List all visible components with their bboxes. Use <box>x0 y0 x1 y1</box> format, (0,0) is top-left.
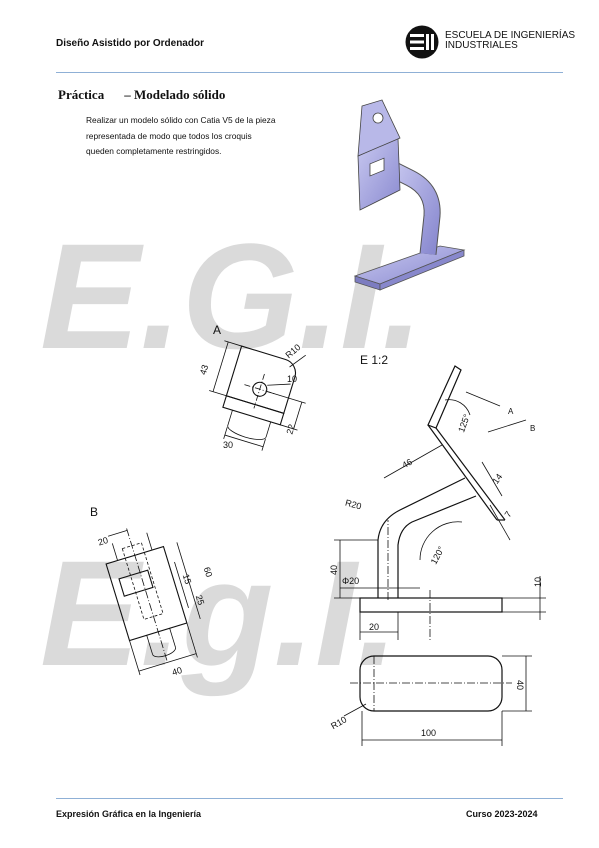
dim-main-r20: R20 <box>344 498 363 512</box>
dim-main-14: 14 <box>490 472 504 486</box>
course-title: Diseño Asistido por Ordenador <box>56 38 204 49</box>
dim-a-10: 10 <box>287 374 297 384</box>
school-name-line2: INDUSTRIALES <box>445 40 518 51</box>
footer-subject: Expresión Gráfica en la Ingeniería <box>56 809 202 819</box>
dim-plan-100: 100 <box>421 728 436 738</box>
watermark-text-1: E.G.I. <box>40 212 423 380</box>
dim-a-30: 30 <box>223 440 233 450</box>
practice-description: Realizar un modelo sólido con Catia V5 d… <box>86 115 276 156</box>
view-b <box>105 528 201 676</box>
dim-main-125: 125° <box>456 412 472 433</box>
footer-course-year: Curso 2023-2024 <box>466 809 538 819</box>
school-logo <box>405 25 439 59</box>
dim-a-22: 22 <box>284 423 296 436</box>
footer-rule <box>56 798 563 799</box>
dim-b-20: 20 <box>97 535 110 547</box>
arrow-a-label: A <box>508 407 514 416</box>
dim-b-40: 40 <box>171 665 184 677</box>
dim-main-120: 120° <box>429 544 447 565</box>
dim-main-40: 40 <box>329 565 339 575</box>
dim-main-10: 10 <box>533 577 543 587</box>
main-elevation <box>334 365 546 640</box>
solid-model-render <box>353 99 466 291</box>
header-rule <box>56 72 563 73</box>
plan-view <box>343 655 532 746</box>
view-a <box>209 340 306 451</box>
dim-b-15: 15 <box>181 573 193 586</box>
school-name: ESCUELA DE INGENIERÍAS INDUSTRIALES <box>445 31 575 51</box>
practice-heading: Práctica – Modelado sólido <box>58 87 225 103</box>
school-name-line1: ESCUELA DE INGENIERÍAS <box>445 30 576 41</box>
dim-main-46: 46 <box>400 457 414 471</box>
practice-subtitle: – Modelado sólido <box>124 87 226 102</box>
dim-b-25: 25 <box>194 594 206 607</box>
view-a-label: A <box>213 323 221 337</box>
arrow-b-label: B <box>530 424 535 433</box>
dim-main-phi20: Φ20 <box>342 576 359 586</box>
dim-a-43: 43 <box>198 363 210 376</box>
dim-main-20: 20 <box>369 622 379 632</box>
view-b-label: B <box>90 505 98 519</box>
scale-label: E 1:2 <box>360 353 388 367</box>
watermark-text-2: E.g.I. <box>40 529 398 697</box>
dim-a-r10: R10 <box>283 342 302 360</box>
dim-main-7: 7 <box>503 509 514 519</box>
practice-title: Práctica <box>58 87 105 102</box>
dim-plan-r10: R10 <box>329 714 348 731</box>
dim-plan-40: 40 <box>515 680 525 690</box>
dim-b-60: 60 <box>202 566 214 579</box>
